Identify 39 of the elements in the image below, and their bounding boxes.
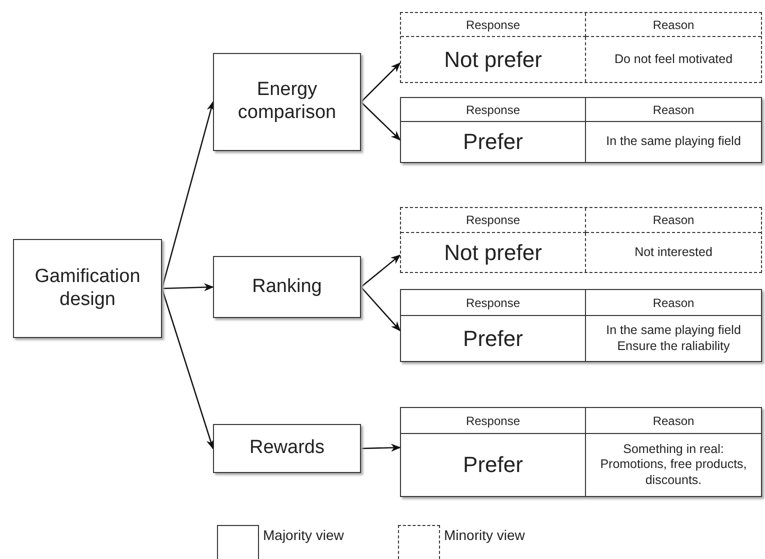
process-box: Energy comparison	[213, 53, 361, 151]
arrow	[360, 102, 401, 141]
legend-text: Majority view	[263, 527, 344, 543]
column-header: Reason	[586, 208, 761, 233]
column-header: Reason	[586, 98, 761, 122]
column-header: Response	[401, 408, 586, 434]
response-text: Not prefer	[401, 37, 586, 82]
reason-text: In the same playing field Ensure the raliability	[605, 322, 742, 355]
reason-text: Not interested	[634, 244, 714, 261]
process-box: Ranking	[213, 256, 361, 318]
arrow	[360, 254, 401, 288]
response-table	[400, 289, 762, 362]
process-box: Gamification design	[13, 239, 162, 338]
column-header: Response	[401, 208, 586, 233]
response-table	[400, 407, 762, 497]
arrow	[161, 288, 214, 450]
column-header: Reason	[586, 290, 761, 316]
column-header: Reason	[586, 408, 761, 434]
arrow	[360, 286, 401, 332]
column-header: Response	[401, 13, 586, 37]
process-box: Rewards	[213, 424, 361, 473]
response-text: Prefer	[401, 122, 586, 162]
arrow	[161, 101, 214, 289]
legend-text: Minority view	[444, 527, 525, 543]
arrow	[360, 444, 401, 452]
reason-text: Do not feel motivated	[613, 50, 734, 68]
arrow	[162, 283, 214, 292]
response-table	[400, 12, 762, 83]
column-header: Response	[401, 98, 586, 122]
response-text: Prefer	[401, 316, 586, 361]
arrow	[360, 62, 401, 102]
response-table	[400, 97, 762, 163]
response-table	[400, 207, 762, 273]
response-text: Not prefer	[401, 233, 586, 272]
column-header: Response	[401, 290, 586, 316]
reason-text: In the same playing field	[605, 133, 742, 150]
response-text: Prefer	[401, 434, 586, 496]
reason-text: Something in real: Promotions, free products, discounts.	[599, 440, 748, 489]
column-header: Reason	[586, 13, 761, 37]
